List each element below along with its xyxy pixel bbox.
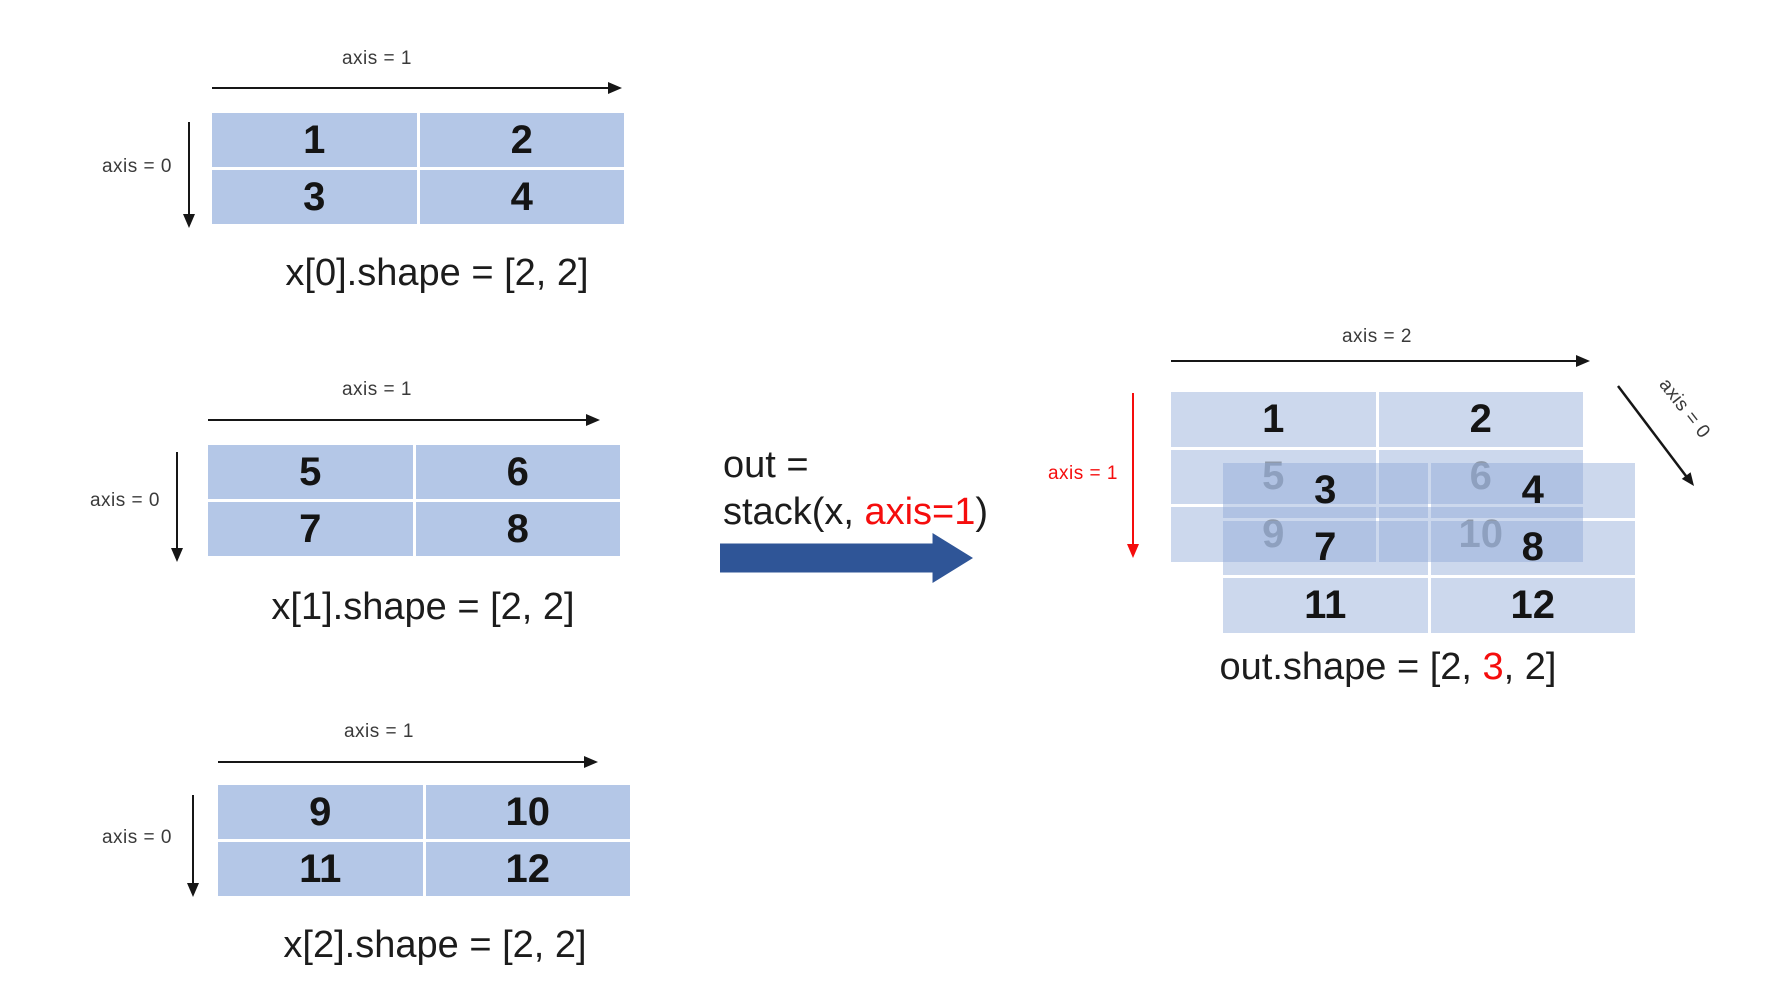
x1-cell-0-0: 5 bbox=[208, 445, 413, 499]
x0-matrix: 1 2 3 4 bbox=[212, 113, 624, 224]
out-shape-caption: out.shape = [2, 3, 2] bbox=[1219, 646, 1557, 688]
out-front-cell-0-0: 3 bbox=[1223, 463, 1428, 518]
x1-cell-1-1: 8 bbox=[415, 502, 620, 556]
operation-line1: out = bbox=[723, 444, 809, 486]
out-axis1-arrow-line bbox=[1132, 393, 1134, 545]
out-shape-highlight: 3 bbox=[1482, 646, 1504, 688]
out-axis0-arrow-icon bbox=[1617, 385, 1694, 486]
x2-cell-1-1: 12 bbox=[425, 842, 630, 896]
out-front-cell-2-1: 12 bbox=[1430, 578, 1635, 633]
x1-axis1-arrow-line bbox=[208, 419, 588, 421]
x2-axis0-arrowhead-icon bbox=[187, 883, 199, 897]
out-back-cell-0-1: 2 bbox=[1378, 392, 1583, 447]
x2-axis0-arrow-line bbox=[192, 795, 194, 885]
operation-text: out = stack(x, axis=1) bbox=[723, 442, 988, 536]
x0-axis0-label: axis = 0 bbox=[101, 156, 172, 177]
x0-axis0-arrowhead-icon bbox=[183, 214, 195, 228]
out-back-cell-0-0: 1 bbox=[1171, 392, 1376, 447]
x2-cell-0-0: 9 bbox=[218, 785, 423, 839]
out-back-layer-matrix: 1 2 5 6 9 10 bbox=[1171, 392, 1583, 562]
x2-axis1-arrowhead-icon bbox=[584, 756, 598, 768]
out-axis2-label: axis = 2 bbox=[1341, 326, 1412, 347]
x1-axis0-label: axis = 0 bbox=[89, 490, 160, 511]
x1-axis0-arrowhead-icon bbox=[171, 548, 183, 562]
x1-axis0-arrow-line bbox=[176, 452, 178, 550]
x0-axis1-arrowhead-icon bbox=[608, 82, 622, 94]
x1-axis1-label: axis = 1 bbox=[341, 379, 412, 400]
out-back-cell-1-1: 6 bbox=[1378, 449, 1583, 505]
out-front-cell-0-1: 4 bbox=[1430, 463, 1635, 518]
x1-matrix: 5 6 7 8 bbox=[208, 445, 620, 556]
x1-cell-0-1: 6 bbox=[415, 445, 620, 499]
transform-arrow-icon bbox=[720, 533, 973, 583]
x1-cell-1-0: 7 bbox=[208, 502, 413, 556]
out-back-cell-2-1: 10 bbox=[1378, 507, 1583, 562]
x1-axis1-arrowhead-icon bbox=[586, 414, 600, 426]
out-axis1-arrowhead-icon bbox=[1127, 544, 1139, 558]
x2-axis0-label: axis = 0 bbox=[101, 827, 172, 848]
x0-cell-1-1: 4 bbox=[419, 170, 624, 224]
out-back-cell-1-0: 5 bbox=[1171, 449, 1376, 505]
out-front-cell-1-0: 7 bbox=[1223, 520, 1428, 576]
out-back-cell-2-0: 9 bbox=[1171, 507, 1376, 562]
x0-axis1-label: axis = 1 bbox=[341, 48, 412, 69]
x2-matrix: 9 10 11 12 bbox=[218, 785, 630, 896]
operation-axis-highlight: axis=1 bbox=[864, 491, 976, 533]
out-front-cell-1-1: 8 bbox=[1430, 520, 1635, 576]
x2-cell-1-0: 11 bbox=[218, 842, 423, 896]
x0-shape-caption: x[0].shape = [2, 2] bbox=[285, 252, 589, 294]
x2-shape-caption: x[2].shape = [2, 2] bbox=[283, 924, 587, 966]
out-axis2-arrowhead-icon bbox=[1576, 355, 1590, 367]
out-axis1-label: axis = 1 bbox=[1047, 463, 1118, 484]
x0-cell-1-0: 3 bbox=[212, 170, 417, 224]
x0-axis0-arrow-line bbox=[188, 122, 190, 216]
out-front-layer-matrix: 3 4 7 8 11 12 bbox=[1223, 463, 1635, 633]
x2-cell-0-1: 10 bbox=[425, 785, 630, 839]
x0-cell-0-1: 2 bbox=[419, 113, 624, 167]
out-front-cell-2-0: 11 bbox=[1223, 578, 1428, 633]
out-axis2-arrow-line bbox=[1171, 360, 1576, 362]
x2-axis1-label: axis = 1 bbox=[343, 721, 414, 742]
x0-cell-0-0: 1 bbox=[212, 113, 417, 167]
x2-axis1-arrow-line bbox=[218, 761, 586, 763]
x0-axis1-arrow-line bbox=[212, 87, 610, 89]
x1-shape-caption: x[1].shape = [2, 2] bbox=[271, 586, 575, 628]
operation-line2: stack(x, axis=1) bbox=[723, 491, 989, 533]
